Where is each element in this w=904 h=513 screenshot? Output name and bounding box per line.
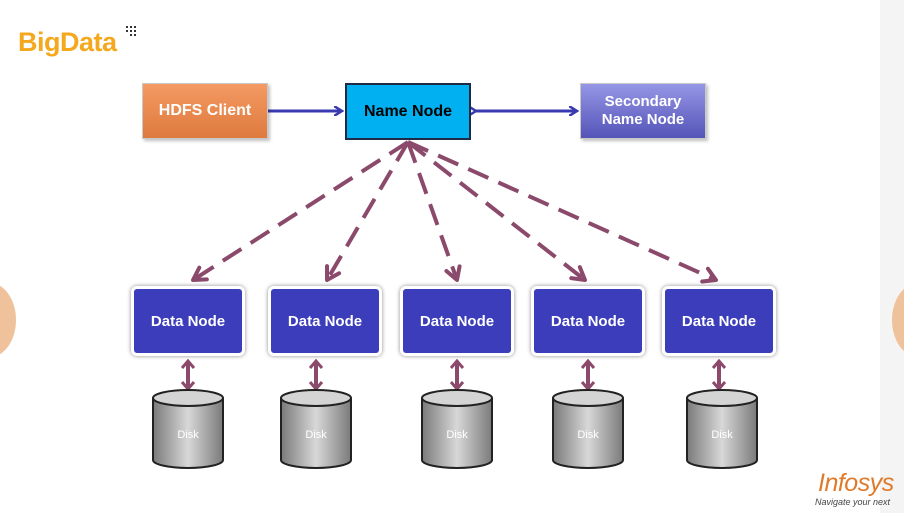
namenode-to-datanode-5-arrow	[407, 140, 718, 284]
disk-5: Disk	[686, 389, 758, 469]
bigdata-logo: BigData	[18, 26, 117, 58]
disk-2-label: Disk	[305, 429, 327, 441]
data-node-1: Data Node	[131, 286, 245, 356]
next-slide-button[interactable]	[892, 283, 904, 357]
previous-slide-button[interactable]	[0, 283, 16, 357]
logo-part1: Big	[18, 27, 61, 57]
secondary-label-line2: Name Node	[601, 111, 685, 128]
disk-2: Disk	[280, 389, 352, 469]
disk-3-label: Disk	[446, 429, 468, 441]
hdfs-client-box: HDFS Client	[142, 83, 268, 139]
right-edge-band	[880, 0, 904, 513]
disk-4: Disk	[552, 389, 624, 469]
namenode-to-datanode-3-arrow	[406, 141, 462, 282]
disk-1: Disk	[152, 389, 224, 469]
logo-dots-icon	[126, 26, 136, 36]
data-node-5: Data Node	[662, 286, 776, 356]
datanode-disk-connector-5	[711, 358, 727, 392]
name-node-box: Name Node	[345, 83, 471, 140]
data-node-4: Data Node	[531, 286, 645, 356]
data-node-2: Data Node	[268, 286, 382, 356]
namenode-to-datanode-1-arrow	[191, 140, 410, 282]
namenode-to-datanode-2-arrow	[325, 140, 410, 282]
disk-3: Disk	[421, 389, 493, 469]
data-node-3: Data Node	[400, 286, 514, 356]
disk-4-label: Disk	[577, 429, 599, 441]
datanode-disk-connector-4	[580, 358, 596, 392]
secondary-label-line1: Secondary	[604, 93, 682, 110]
secondary-name-node-box: Secondary Name Node	[580, 83, 706, 139]
disk-1-label: Disk	[177, 429, 199, 441]
logo-part2: Data	[60, 27, 117, 57]
infosys-logo: Infosys	[818, 469, 894, 497]
datanode-disk-connector-1	[180, 358, 196, 392]
disk-5-label: Disk	[711, 429, 733, 441]
datanode-disk-connector-2	[308, 358, 324, 392]
namenode-to-datanode-4-arrow	[406, 140, 587, 282]
datanode-disk-connector-3	[449, 358, 465, 392]
infosys-tagline: Navigate your next	[815, 497, 891, 507]
